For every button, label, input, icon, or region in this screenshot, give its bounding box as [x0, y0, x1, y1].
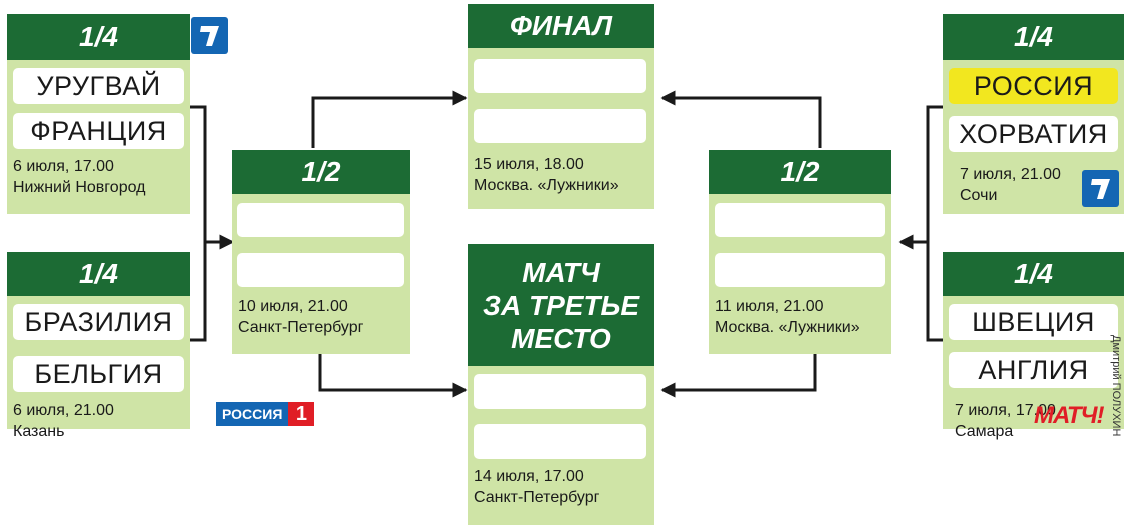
match-venue: Санкт-Петербург — [238, 319, 364, 336]
final-header: ФИНАЛ — [468, 4, 654, 48]
match-info: 6 июля, 17.00 Нижний Новгород — [13, 156, 145, 198]
stage-label: 1/4 — [79, 258, 118, 289]
team-slot-empty — [715, 203, 885, 237]
match-venue: Москва. «Лужники» — [715, 319, 860, 336]
team-slot: БЕЛЬГИЯ — [13, 356, 184, 392]
russia-1-text: РОССИЯ — [216, 402, 289, 426]
third-place-header: МАТЧ ЗА ТРЕТЬЕ МЕСТО — [468, 244, 654, 366]
connector-sf2-third — [660, 354, 817, 398]
match-info: 7 июля, 17.00 Самара — [955, 400, 1056, 442]
final-card: ФИНАЛ 15 июля, 18.00 Москва. «Лужники» — [468, 4, 654, 209]
connector-sf1-third — [318, 354, 468, 398]
stage-label: ФИНАЛ — [509, 10, 613, 41]
quarterfinal-2-header: 1/4 — [7, 252, 190, 296]
semifinal-1-card: 1/2 10 июля, 21.00 Санкт-Петербург — [232, 150, 410, 354]
stage-label-line2: ЗА ТРЕТЬЕ — [482, 289, 640, 321]
match-date: 14 июля, 17.00 — [474, 468, 584, 485]
match-venue: Сочи — [960, 187, 998, 204]
team-slot: ХОРВАТИЯ — [949, 116, 1118, 152]
stage-label: 1/4 — [1014, 21, 1053, 52]
team-slot: ФРАНЦИЯ — [13, 113, 184, 149]
connector-qf1-sf1 — [190, 105, 207, 342]
quarterfinal-1-card: 1/4 УРУГВАЙ ФРАНЦИЯ 6 июля, 17.00 Нижний… — [7, 14, 190, 214]
team-slot-empty — [237, 203, 404, 237]
match-date: 7 июля, 17.00 — [955, 402, 1056, 419]
match-date: 6 июля, 21.00 — [13, 402, 114, 419]
match-info: 10 июля, 21.00 Санкт-Петербург — [238, 296, 363, 338]
team-slot: АНГЛИЯ — [949, 352, 1118, 388]
quarterfinal-1-header: 1/4 — [7, 14, 190, 60]
connector-qf3-sf2 — [926, 105, 943, 342]
team-slot-empty — [237, 253, 404, 287]
match-date: 10 июля, 21.00 — [238, 298, 348, 315]
match-venue: Санкт-Петербург — [474, 489, 600, 506]
quarterfinal-4-header: 1/4 — [943, 252, 1124, 296]
match-venue: Казань — [13, 423, 65, 440]
match-date: 11 июля, 21.00 — [715, 298, 824, 315]
match-info: 6 июля, 21.00 Казань — [13, 400, 114, 442]
channel-one-icon — [1091, 179, 1110, 199]
channel-one-logo — [191, 17, 228, 54]
stage-label: 1/4 — [1014, 258, 1053, 289]
match-date: 7 июля, 21.00 — [960, 166, 1061, 183]
semifinal-1-header: 1/2 — [232, 150, 410, 194]
stage-label-line1: МАТЧ — [522, 256, 600, 288]
team-slot-empty — [715, 253, 885, 287]
match-info: 7 июля, 21.00 Сочи — [960, 164, 1061, 206]
match-venue: Москва. «Лужники» — [474, 177, 619, 194]
team-slot-empty — [474, 374, 646, 409]
match-venue: Нижний Новгород — [13, 179, 146, 196]
stage-label: 1/2 — [301, 156, 341, 187]
third-place-card: МАТЧ ЗА ТРЕТЬЕ МЕСТО 14 июля, 17.00 Санк… — [468, 244, 654, 525]
quarterfinal-3-card: 1/4 РОССИЯ ХОРВАТИЯ 7 июля, 21.00 Сочи — [943, 14, 1124, 214]
semifinal-2-header: 1/2 — [709, 150, 891, 194]
quarterfinal-3-header: 1/4 — [943, 14, 1124, 60]
match-info: 11 июля, 21.00 Москва. «Лужники» — [715, 296, 860, 338]
match-info: 15 июля, 18.00 Москва. «Лужники» — [474, 154, 619, 196]
match-info: 14 июля, 17.00 Санкт-Петербург — [474, 466, 599, 508]
team-slot: БРАЗИЛИЯ — [13, 304, 184, 340]
match-tv-logo: МАТЧ! — [1034, 402, 1105, 429]
team-slot: ШВЕЦИЯ — [949, 304, 1118, 340]
connector-sf2-final — [660, 90, 822, 148]
russia-1-logo: РОССИЯ 1 — [216, 402, 315, 426]
connector-sf1-final — [311, 90, 468, 148]
team-slot-empty — [474, 109, 646, 143]
stage-label-line3: МЕСТО — [511, 322, 611, 354]
photo-credit: Дмитрий ПОЛУХИН — [1110, 335, 1122, 437]
team-slot: УРУГВАЙ — [13, 68, 184, 104]
match-date: 15 июля, 18.00 — [474, 156, 584, 173]
stage-label: 1/4 — [79, 21, 118, 52]
channel-one-logo — [1082, 170, 1119, 207]
team-slot-empty — [474, 59, 646, 93]
quarterfinal-2-card: 1/4 БРАЗИЛИЯ БЕЛЬГИЯ 6 июля, 21.00 Казан… — [7, 252, 190, 440]
stage-label: 1/2 — [780, 156, 820, 187]
match-date: 6 июля, 17.00 — [13, 158, 114, 175]
channel-one-icon — [200, 26, 219, 46]
russia-1-number: 1 — [288, 402, 315, 426]
quarterfinal-4-card: 1/4 ШВЕЦИЯ АНГЛИЯ 7 июля, 17.00 Самара — [943, 252, 1124, 440]
match-venue: Самара — [955, 423, 1014, 440]
semifinal-2-card: 1/2 11 июля, 21.00 Москва. «Лужники» — [709, 150, 891, 354]
team-slot-empty — [474, 424, 646, 459]
team-slot-highlighted: РОССИЯ — [949, 68, 1118, 104]
